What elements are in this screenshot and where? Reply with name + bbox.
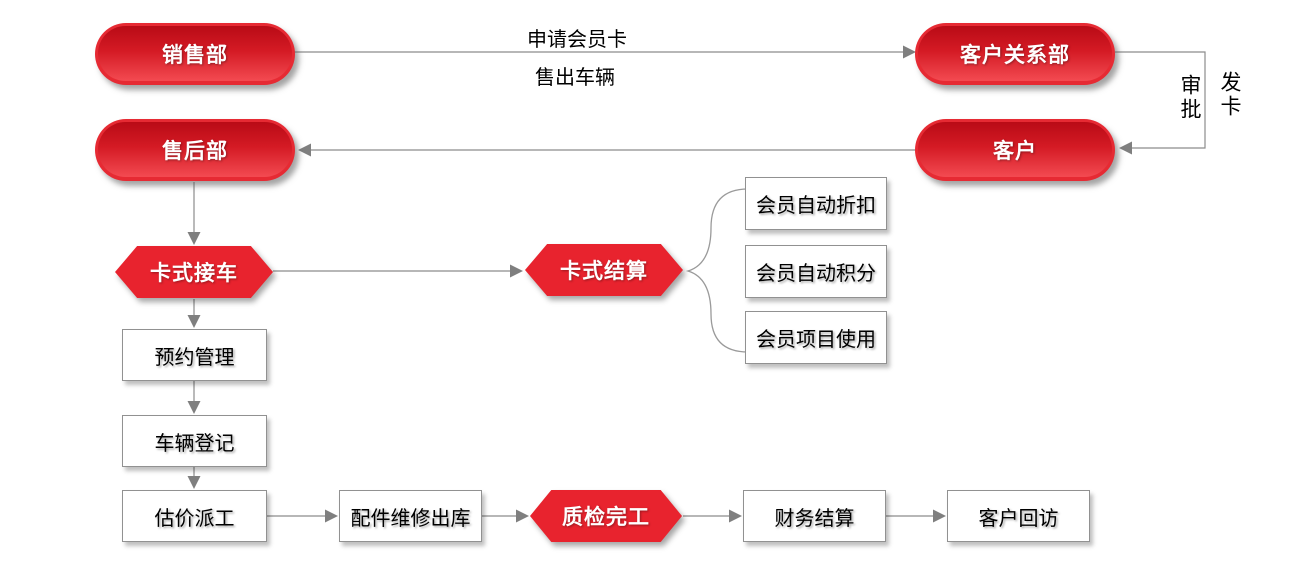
node-label: 估价派工 xyxy=(154,507,235,530)
arrowhead-into-settlement xyxy=(510,264,523,278)
node-label: 预约管理 xyxy=(154,346,235,369)
arrowhead-into-registration xyxy=(187,401,201,414)
edge-label-issue-card: 发卡 xyxy=(1218,71,1241,119)
node-label: 客户 xyxy=(993,140,1037,163)
arrowhead-into-parts xyxy=(325,509,338,523)
node-label: 客户关系部 xyxy=(960,44,1070,67)
node-qc-done: 质检完工 xyxy=(530,490,682,542)
pill-gloss xyxy=(918,26,1112,81)
arrowhead-into-crm xyxy=(903,45,916,59)
node-finance: 财务结算 xyxy=(743,490,886,542)
edge-label-sell-vehicle: 售出车辆 xyxy=(535,67,615,89)
pill-gloss xyxy=(98,122,292,177)
node-member-points: 会员自动积分 xyxy=(745,245,887,298)
node-label: 车辆登记 xyxy=(154,432,235,455)
node-label: 卡式接车 xyxy=(150,262,238,285)
pill-gloss xyxy=(918,122,1112,177)
node-card-reception: 卡式接车 xyxy=(115,246,273,298)
node-label: 质检完工 xyxy=(562,506,650,529)
node-customer: 客户 xyxy=(915,119,1115,181)
edge-label-apply-card: 申请会员卡 xyxy=(527,29,627,51)
node-label: 会员自动积分 xyxy=(756,263,876,285)
node-aftersales-dept: 售后部 xyxy=(95,119,295,181)
edge-label-approve: 审批 xyxy=(1178,74,1201,122)
node-label: 客户回访 xyxy=(978,507,1059,530)
node-followup: 客户回访 xyxy=(947,490,1090,542)
node-label: 售后部 xyxy=(162,140,228,163)
edge-crm-to-customer xyxy=(1115,51,1206,149)
node-parts-out: 配件维修出库 xyxy=(339,490,482,542)
node-label: 会员项目使用 xyxy=(756,329,876,351)
brace-settlement-features xyxy=(685,188,749,353)
node-label: 会员自动折扣 xyxy=(756,195,876,217)
arrowhead-into-dispatch xyxy=(187,476,201,489)
arrowhead-into-appointment xyxy=(187,315,201,328)
node-member-usage: 会员项目使用 xyxy=(745,311,887,364)
node-dispatch: 估价派工 xyxy=(122,490,267,542)
node-customer-relations-dept: 客户关系部 xyxy=(915,23,1115,85)
node-member-discount: 会员自动折扣 xyxy=(745,177,887,230)
arrowhead-into-finance xyxy=(729,509,742,523)
arrowhead-into-qc xyxy=(516,509,529,523)
arrowhead-into-customer xyxy=(1119,141,1132,155)
node-appointment: 预约管理 xyxy=(122,329,267,381)
arrowhead-into-followup xyxy=(933,509,946,523)
node-sales-dept: 销售部 xyxy=(95,23,295,85)
arrowhead-into-reception xyxy=(187,232,201,245)
node-label: 配件维修出库 xyxy=(350,507,471,530)
node-registration: 车辆登记 xyxy=(122,415,267,467)
pill-gloss xyxy=(98,26,292,81)
node-label: 卡式结算 xyxy=(560,260,648,283)
node-card-settlement: 卡式结算 xyxy=(525,244,683,296)
node-label: 销售部 xyxy=(162,44,228,67)
arrowhead-into-aftersales xyxy=(298,143,311,157)
node-label: 财务结算 xyxy=(774,507,855,530)
